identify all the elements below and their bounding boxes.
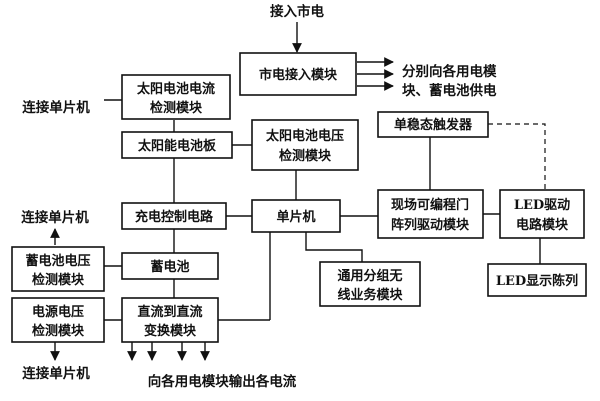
trigger-led-dashed-link (488, 123, 546, 190)
mcu-wireless-link (305, 232, 363, 262)
led-display-box (487, 263, 587, 297)
dcdc-label-2: 变换模块 (144, 323, 197, 339)
mains-access-label: 市电接入模块 (259, 67, 338, 83)
supply-note-line2: 块、蓄电池供电 (402, 82, 497, 99)
solar-current-detect-label-1: 太阳电池电流 (136, 81, 215, 97)
solar-current-detect-label-2: 检测模块 (150, 100, 203, 116)
dcdc-label-1: 直流到直流 (137, 304, 202, 320)
connect-mcu-bottom-label: 连接单片机 (22, 365, 90, 382)
solar-voltage-detect-label-2: 检测模块 (279, 148, 332, 164)
led-driver-box (499, 189, 585, 239)
solar-voltage-detect-label-1: 太阳电池电压 (265, 128, 344, 144)
wireless-box (319, 261, 421, 307)
led-display-label: LED显示陈列 (496, 273, 578, 289)
output-note-label: 向各用电模块输出各电流 (148, 373, 297, 390)
solar-panel-box (121, 131, 233, 159)
wireless-label-1: 通用分组无 (337, 268, 402, 284)
supply-note-line1: 分别向各用电模 (402, 63, 497, 80)
battery-label: 蓄电池 (150, 259, 189, 275)
monostable-trigger-label: 单稳态触发器 (394, 117, 473, 133)
charge-control-box (121, 202, 227, 230)
battery-box (121, 252, 219, 280)
monostable-trigger-box (377, 111, 489, 138)
led-driver-label-2: 电路模块 (516, 217, 569, 233)
charge-control-label: 充电控制电路 (135, 209, 214, 225)
fpga-driver-box (377, 189, 484, 239)
battery-voltage-detect-box (11, 246, 105, 292)
fpga-driver-label-1: 现场可编程门 (391, 197, 469, 213)
mcu-box (251, 199, 341, 233)
supply-voltage-detect-box (11, 297, 105, 343)
supply-voltage-detect-label-2: 检测模块 (32, 323, 85, 339)
solar-current-detect-box (121, 74, 231, 120)
supply-voltage-detect-label-1: 电源电压 (32, 304, 84, 320)
solar-panel-label: 太阳能电池板 (137, 138, 217, 154)
led-driver-label-1: LED驱动 (514, 198, 570, 213)
mcu-label: 单片机 (276, 209, 315, 225)
wireless-label-2: 线业务模块 (337, 287, 403, 303)
mains-input-label: 接入市电 (270, 3, 324, 20)
mains-access-box (239, 52, 357, 96)
solar-voltage-detect-box (251, 119, 359, 171)
battery-voltage-detect-label-1: 蓄电池电压 (25, 253, 90, 269)
dcdc-box (121, 297, 219, 343)
connect-mcu-top-label: 连接单片机 (22, 99, 90, 116)
battery-voltage-detect-label-2: 检测模块 (32, 272, 85, 288)
fpga-driver-label-2: 阵列驱动模块 (391, 217, 470, 233)
connect-mcu-mid-label: 连接单片机 (21, 209, 89, 226)
